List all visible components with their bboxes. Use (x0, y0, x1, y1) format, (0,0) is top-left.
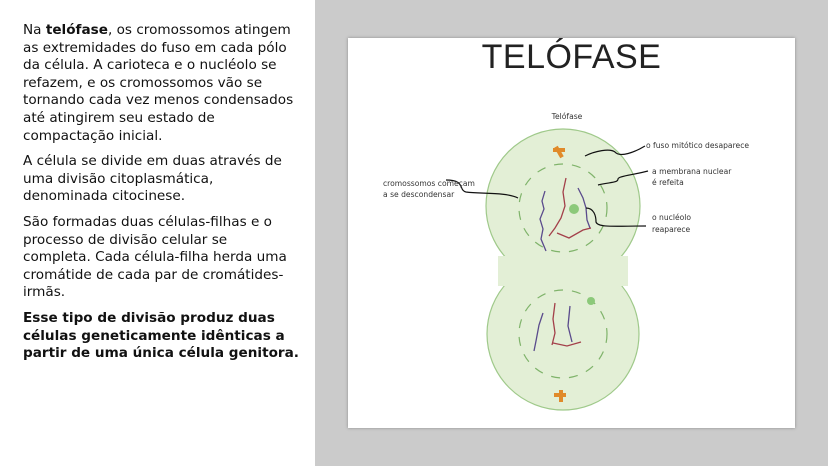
centriole-top-icon (553, 145, 565, 159)
text: Na (23, 22, 46, 38)
nuclear-membrane-top (518, 163, 608, 253)
label-nucleolus: reaparece (652, 225, 691, 234)
line: cromátide de cada par de cromátides- (23, 266, 284, 283)
text-panel: Na telófase, os cromossomos atingem as e… (0, 0, 315, 466)
label-chromosomes: cromossomos começam (383, 179, 475, 188)
paragraph-4: Esse tipo de divisão produz duas células… (23, 310, 313, 363)
slide-text: Na telófase, os cromossomos atingem as e… (23, 22, 313, 371)
line: as extremidades do fuso em cada pólo (23, 39, 287, 56)
label-membrane: a membrana nuclear (652, 167, 732, 176)
line: Esse tipo de divisão produz duas (23, 309, 275, 326)
line: irmãs. (23, 284, 66, 301)
line: refazem, e os cromossomos vão se (23, 74, 263, 91)
line: até atingirem seu estado de (23, 109, 215, 126)
chromosomes (533, 177, 592, 352)
line: São formadas duas células-filhas e o (23, 213, 272, 230)
line: compactação inicial. (23, 127, 163, 144)
diagram-caption: Telófase (551, 112, 583, 121)
nucleolus-bottom (587, 297, 595, 305)
nuclear-membrane-bottom (518, 289, 608, 379)
line: denominada citocinese. (23, 188, 186, 205)
paragraph-1: Na telófase, os cromossomos atingem as e… (23, 22, 313, 145)
paragraph-3: São formadas duas células-filhas e o pro… (23, 214, 313, 302)
line: uma divisão citoplasmática, (23, 170, 214, 187)
label-nucleolus: o nucléolo (652, 213, 691, 222)
label-chromosomes: a se descondensar (383, 190, 455, 199)
pointer-arrows (445, 145, 649, 227)
line: tornando cada vez menos condensados (23, 92, 294, 109)
line: partir de uma única célula genitora. (23, 345, 299, 362)
nucleolus-top (569, 204, 579, 214)
label-membrane: é refeita (652, 178, 684, 187)
text: , os cromossomos atingem (107, 22, 291, 38)
label-spindle: o fuso mitótico desaparece (646, 141, 749, 150)
bold-term: telófase (45, 22, 108, 38)
line: da célula. A carioteca e o nucléolo se (23, 57, 277, 74)
dividing-cell (485, 128, 641, 411)
line: completa. Cada célula-filha herda uma (23, 249, 287, 266)
paragraph-2: A célula se divide em duas através de um… (23, 153, 313, 206)
slide-card: TELÓFASE Telófase o fuso mitótico desapa… (348, 38, 795, 428)
centriole-bottom-icon (554, 390, 566, 402)
line: processo de divisão celular se (23, 231, 228, 248)
telophase-diagram: Telófase o fuso mitótico desaparece a me… (383, 112, 749, 411)
slide-title: TELÓFASE (481, 38, 662, 76)
line: células geneticamente idênticas a (23, 327, 285, 344)
line: A célula se divide em duas através de (23, 153, 282, 170)
